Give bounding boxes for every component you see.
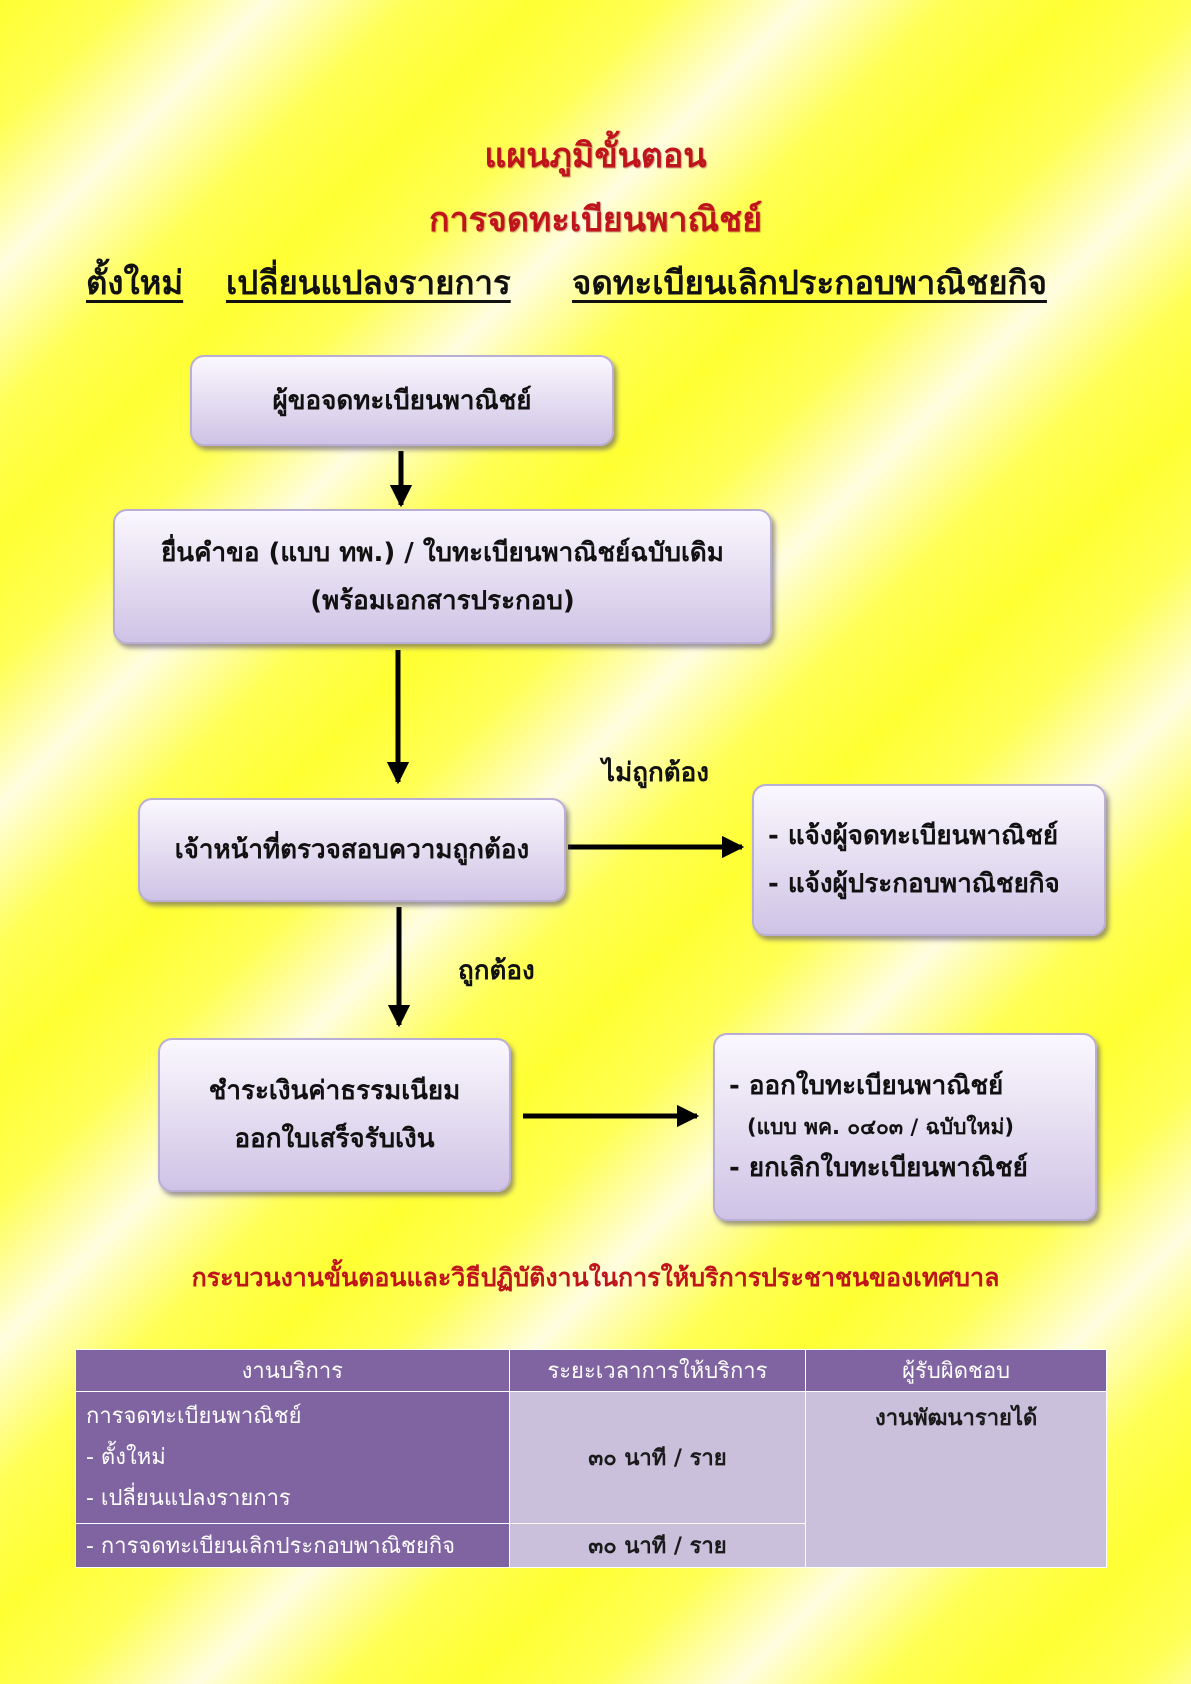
header-responsible: ผู้รับผิดชอบ [805,1349,1107,1392]
incorrect-action-1: - แจ้งผู้จดทะเบียนพาณิชย์ [768,821,1059,851]
result-issue-certificate: - ออกใบทะเบียนพาณิชย์ [729,1071,1004,1101]
step-applicant-text: ผู้ขอจดทะเบียนพาณิชย์ [272,385,532,416]
step-submit-line2: (พร้อมเอกสารประกอบ) [310,585,575,616]
row1-service: การจดทะเบียนพาณิชย์ - ตั้งใหม่ - เปลี่ยน… [75,1391,510,1524]
result-form-note: (แบบ พค. ๐๔๐๓ / ฉบับใหม่) [747,1115,1014,1139]
row1-service-line1: การจดทะเบียนพาณิชย์ [86,1404,302,1429]
chart-subtitle: การจดทะเบียนพาณิชย์ [428,200,763,240]
label-incorrect: ไม่ถูกต้อง [602,758,709,788]
row2-service: - การจดทะเบียนเลิกประกอบพาณิชยกิจ [75,1523,510,1568]
category-change: เปลี่ยนแปลงรายการ [226,263,511,302]
table-row: การจดทะเบียนพาณิชย์ - ตั้งใหม่ - เปลี่ยน… [75,1391,1107,1568]
service-table: งานบริการ ระยะเวลาการให้บริการ ผู้รับผิด… [75,1349,1107,1568]
step-results: - ออกใบทะเบียนพาณิชย์ (แบบ พค. ๐๔๐๓ / ฉบ… [713,1033,1097,1221]
row1-service-line2: - ตั้งใหม่ [86,1445,166,1470]
category-new: ตั้งใหม่ [86,263,184,302]
result-cancel-certificate: - ยกเลิกใบทะเบียนพาณิชย์ [729,1153,1028,1183]
incorrect-actions: - แจ้งผู้จดทะเบียนพาณิชย์ - แจ้งผู้ประกอ… [752,784,1106,936]
step-officer-check: เจ้าหน้าที่ตรวจสอบความถูกต้อง [138,798,566,902]
chart-title: แผนภูมิขั้นตอน [484,136,707,176]
step-payment-line1: ชำระเงินค่าธรรมเนียม [208,1076,461,1106]
table-row: - การจดทะเบียนเลิกประกอบพาณิชยกิจ ๓๐ นาท… [75,1523,1107,1568]
incorrect-action-2: - แจ้งผู้ประกอบพาณิชยกิจ [768,869,1060,899]
step-payment-line2: ออกใบเสร็จรับเงิน [234,1124,435,1154]
category-cancel: จดทะเบียนเลิกประกอบพาณิชยกิจ [572,263,1047,302]
row1-service-line3: - เปลี่ยนแปลงรายการ [86,1486,291,1511]
row2-duration: ๓๐ นาที / ราย [508,1523,807,1568]
table-header-row: งานบริการ ระยะเวลาการให้บริการ ผู้รับผิด… [75,1349,1107,1392]
label-correct: ถูกต้อง [458,956,535,986]
step-officer-check-text: เจ้าหน้าที่ตรวจสอบความถูกต้อง [174,835,530,865]
row1-duration: ๓๐ นาที / ราย [508,1391,807,1524]
responsible-unit: งานพัฒนารายได้ [805,1391,1107,1568]
header-service: งานบริการ [75,1349,510,1392]
step-submit-request: ยื่นคำขอ (แบบ ทพ.) / ใบทะเบียนพาณิชย์ฉบั… [113,509,772,644]
header-duration: ระยะเวลาการให้บริการ [508,1349,807,1392]
step-submit-line1: ยื่นคำขอ (แบบ ทพ.) / ใบทะเบียนพาณิชย์ฉบั… [161,537,724,568]
step-applicant: ผู้ขอจดทะเบียนพาณิชย์ [190,355,614,446]
service-process-title: กระบวนงานขั้นตอนและวิธีปฏิบัติงานในการให… [191,1263,1000,1292]
step-payment: ชำระเงินค่าธรรมเนียม ออกใบเสร็จรับเงิน [158,1038,511,1192]
